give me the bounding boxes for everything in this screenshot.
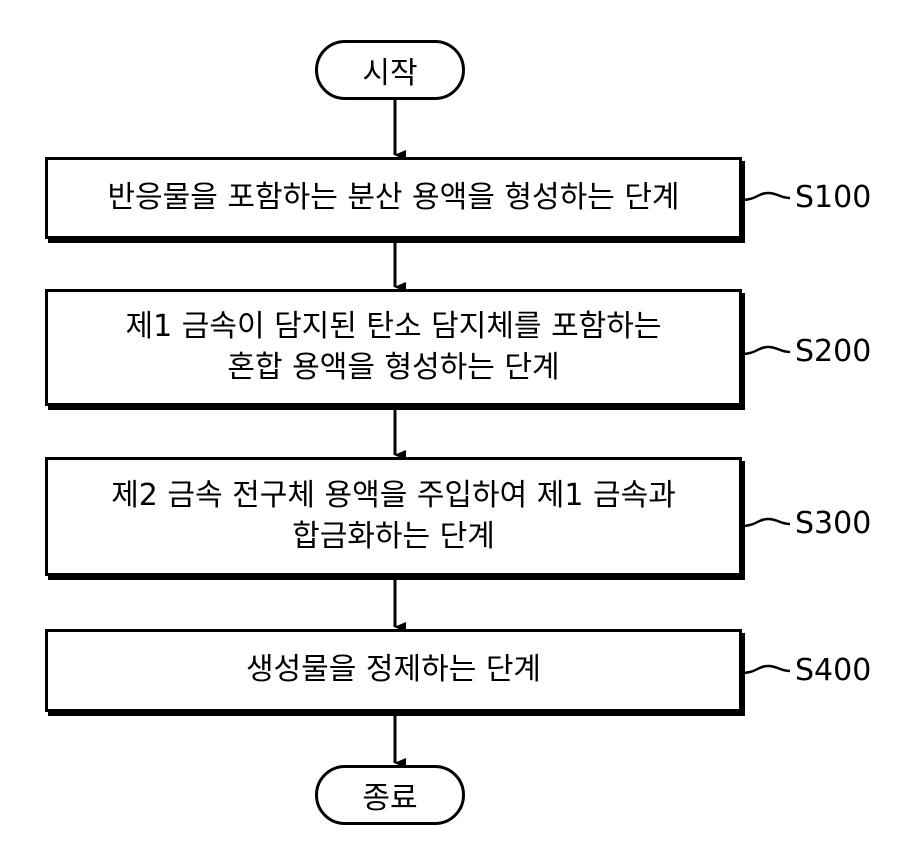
step-box-s300: 제2 금속 전구체 용액을 주입하여 제1 금속과 합금화하는 단계 xyxy=(45,457,742,576)
leader-s100 xyxy=(742,193,790,200)
step-s300-line-2: 합금화하는 단계 xyxy=(292,517,495,558)
end-label: 종료 xyxy=(362,773,417,817)
leader-s400 xyxy=(742,666,790,673)
step-id-s300: S300 xyxy=(795,506,871,541)
leader-s200 xyxy=(742,347,790,354)
step-box-s400: 생성물을 정제하는 단계 xyxy=(45,629,742,712)
start-label: 시작 xyxy=(362,48,417,92)
step-s400-line-1: 생성물을 정제하는 단계 xyxy=(246,650,541,691)
start-terminal: 시작 xyxy=(315,40,465,100)
step-s300-line-1: 제2 금속 전구체 용액을 주입하여 제1 금속과 xyxy=(111,476,676,517)
step-s200-line-1: 제1 금속이 담지된 탄소 담지체를 포함하는 xyxy=(126,307,662,348)
step-id-s100: S100 xyxy=(795,180,871,215)
step-box-s200: 제1 금속이 담지된 탄소 담지체를 포함하는 혼합 용액을 형성하는 단계 xyxy=(45,289,742,406)
leader-s300 xyxy=(742,519,790,526)
step-s200-line-2: 혼합 용액을 형성하는 단계 xyxy=(227,348,559,389)
step-id-s400: S400 xyxy=(795,653,871,688)
step-box-s100: 반응물을 포함하는 분산 용액을 형성하는 단계 xyxy=(45,157,742,239)
end-terminal: 종료 xyxy=(315,765,465,825)
step-s100-line-1: 반응물을 포함하는 분산 용액을 형성하는 단계 xyxy=(107,178,679,219)
step-id-s200: S200 xyxy=(795,334,871,369)
